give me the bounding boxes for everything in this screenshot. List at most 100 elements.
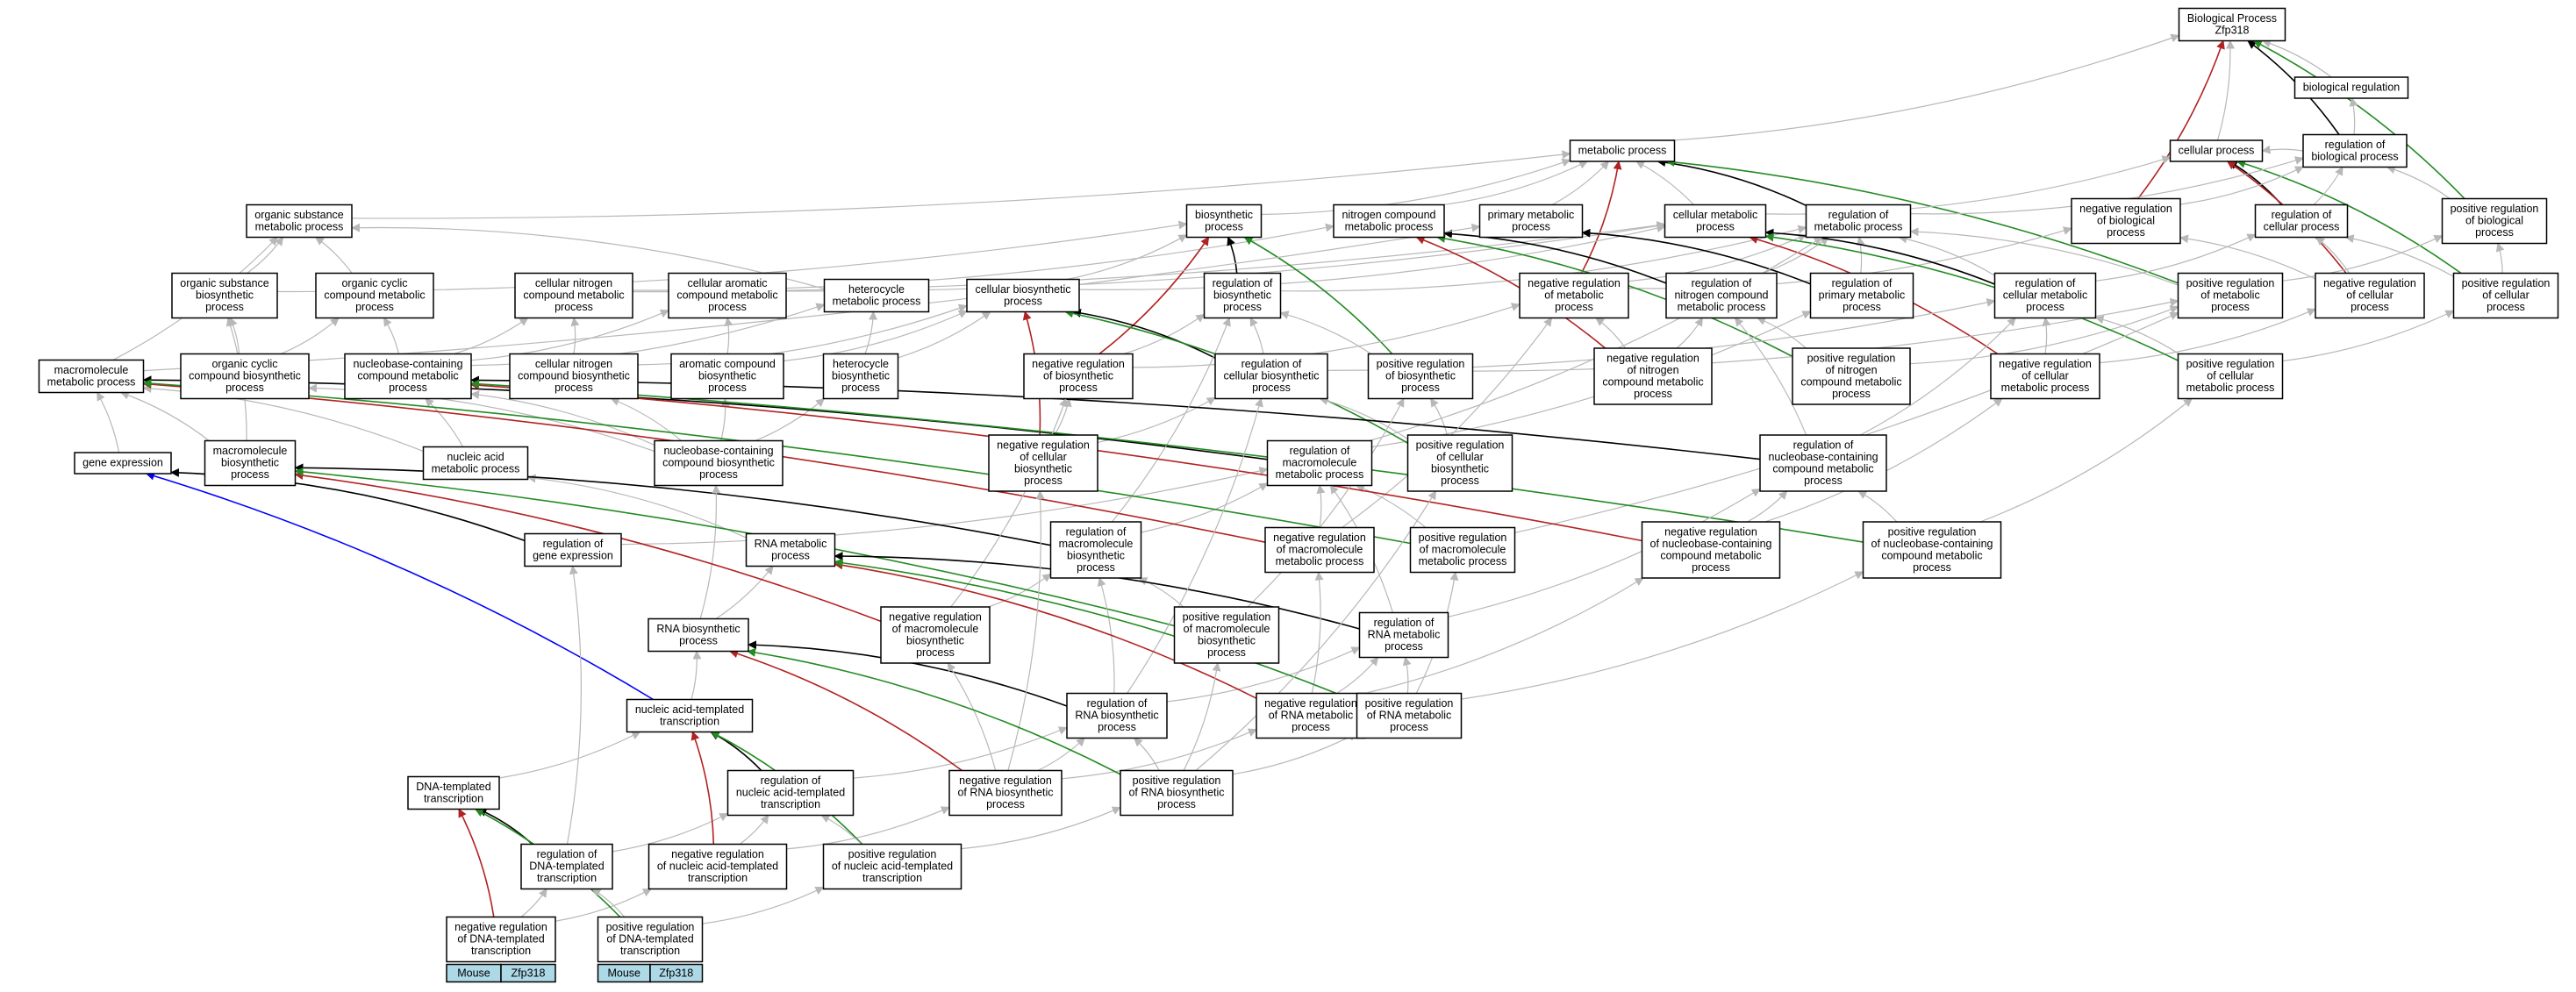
edge-is-a: [1261, 158, 1571, 216]
node-box: [1358, 611, 1449, 659]
go-term-node[interactable]: metabolic process: [1569, 139, 1676, 162]
edge-part-of: [470, 375, 1761, 460]
go-term-node[interactable]: biological regulation: [2293, 76, 2409, 99]
go-term-node[interactable]: gene expression: [74, 452, 172, 475]
edge-is-a: [1628, 233, 1807, 282]
edge-is-a: [229, 317, 240, 354]
node-label: process: [708, 382, 747, 394]
node-label: process: [1385, 640, 1423, 653]
node-label: process: [699, 468, 738, 481]
edge-is-a: [1319, 396, 1408, 440]
edge-is-a: [1133, 737, 1160, 771]
node-label: positive regulation: [1807, 353, 1896, 365]
go-term-node[interactable]: regulation ofmacromoleculebiosyntheticpr…: [1049, 521, 1142, 579]
edge-is-a: [947, 662, 997, 771]
node-box: [668, 272, 787, 319]
node-label: nucleic acid-templated: [635, 703, 744, 716]
node-label: of RNA biosynthetic: [957, 787, 1053, 799]
node-label: organic cyclic: [341, 277, 407, 289]
go-term-node[interactable]: cellular process: [2169, 139, 2264, 162]
edge-is-a: [470, 309, 669, 361]
node-label: of biological: [2097, 215, 2155, 227]
node-box: [1862, 521, 2002, 579]
node-box: [1593, 347, 1713, 405]
node-label: process: [2351, 301, 2389, 313]
node-label: compound biosynthetic: [518, 370, 630, 382]
edge-is-a: [351, 223, 825, 289]
node-label: of cellular: [1436, 451, 1484, 463]
edge-is-a: [520, 888, 547, 917]
go-term-node[interactable]: regulation ofnucleobase-containingcompou…: [1759, 434, 1887, 492]
node-box: [2452, 272, 2559, 319]
edge-is-a: [755, 397, 826, 442]
